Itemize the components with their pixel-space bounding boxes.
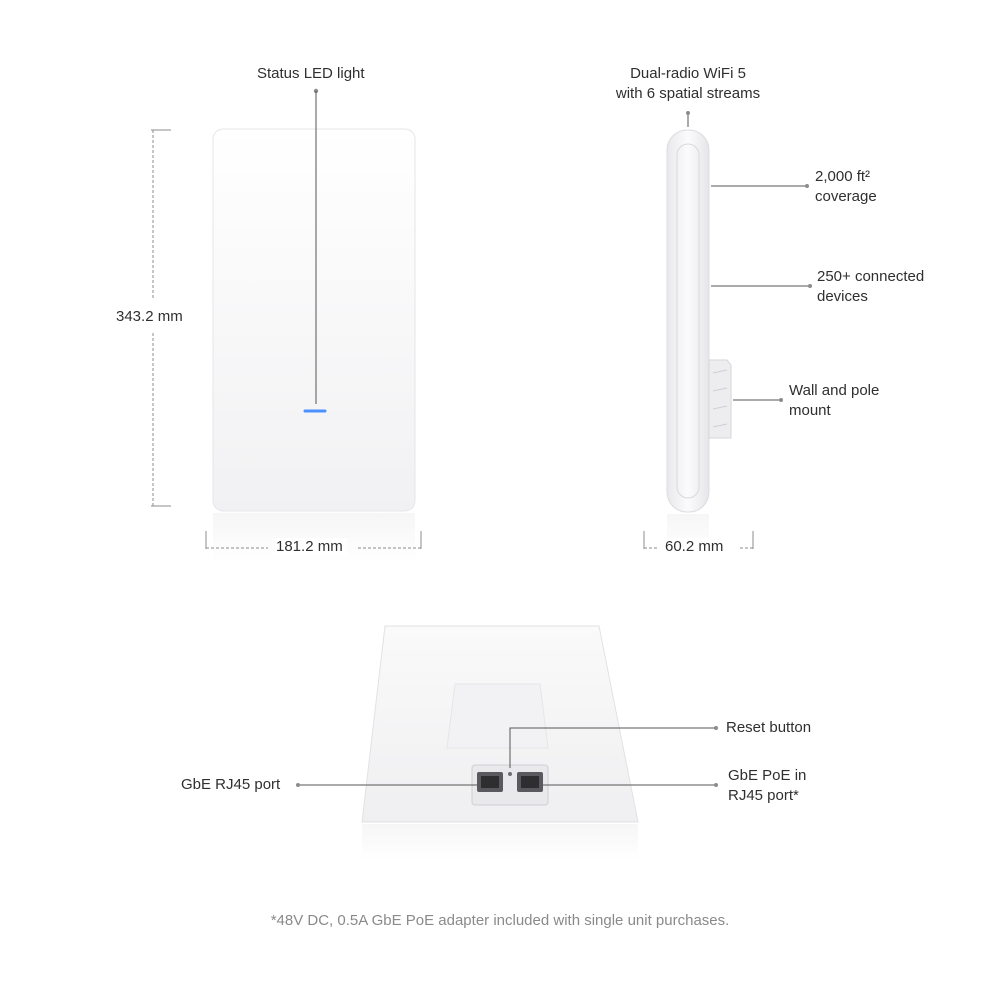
width-dimension-label: 181.2 mm xyxy=(272,538,347,555)
coverage-callout xyxy=(711,184,809,188)
status-led-label: Status LED light xyxy=(257,65,365,82)
bottom-view-device xyxy=(361,625,639,860)
front-view-device xyxy=(212,128,416,563)
poe-callout xyxy=(543,783,718,787)
poe-port-label: GbE PoE in RJ45 port* xyxy=(728,766,806,806)
poe-port-label-line1: GbE PoE in xyxy=(728,767,807,784)
devices-label: 250+ connected devices xyxy=(817,267,924,307)
side-view-device xyxy=(666,129,732,554)
mount-label-line1: Wall and pole xyxy=(789,382,880,399)
wifi-label-line2: with 6 spatial streams xyxy=(615,85,761,102)
rj45-callout xyxy=(296,783,477,787)
devices-label-line2: devices xyxy=(817,288,868,305)
devices-callout xyxy=(711,284,812,288)
coverage-label-line2: coverage xyxy=(815,188,877,205)
depth-dimension-line xyxy=(643,531,754,549)
height-dimension-label: 343.2 mm xyxy=(116,308,183,325)
coverage-label-line1: 2,000 ft² xyxy=(815,168,871,185)
reset-button xyxy=(508,772,512,776)
status-led-callout xyxy=(313,88,319,404)
reset-callout xyxy=(509,726,718,768)
reset-button-label: Reset button xyxy=(726,719,812,736)
depth-dimension-label: 60.2 mm xyxy=(661,538,728,555)
rj45-port-label: GbE RJ45 port xyxy=(181,776,281,793)
mount-label: Wall and pole mount xyxy=(789,381,879,421)
height-dimension-line xyxy=(151,129,171,507)
mount-label-line2: mount xyxy=(789,402,831,419)
width-dimension-line xyxy=(205,531,422,549)
wifi-label-line1: Dual-radio WiFi 5 xyxy=(630,65,746,82)
footnote: *48V DC, 0.5A GbE PoE adapter included w… xyxy=(270,912,730,929)
wifi-label: Dual-radio WiFi 5 with 6 spatial streams xyxy=(598,64,778,104)
mount-bracket xyxy=(708,359,732,439)
poe-port-label-line2: RJ45 port* xyxy=(728,787,799,804)
mount-callout xyxy=(733,398,783,402)
coverage-label: 2,000 ft² coverage xyxy=(815,167,877,207)
wifi-callout xyxy=(686,111,690,127)
devices-label-line1: 250+ connected xyxy=(817,268,925,285)
